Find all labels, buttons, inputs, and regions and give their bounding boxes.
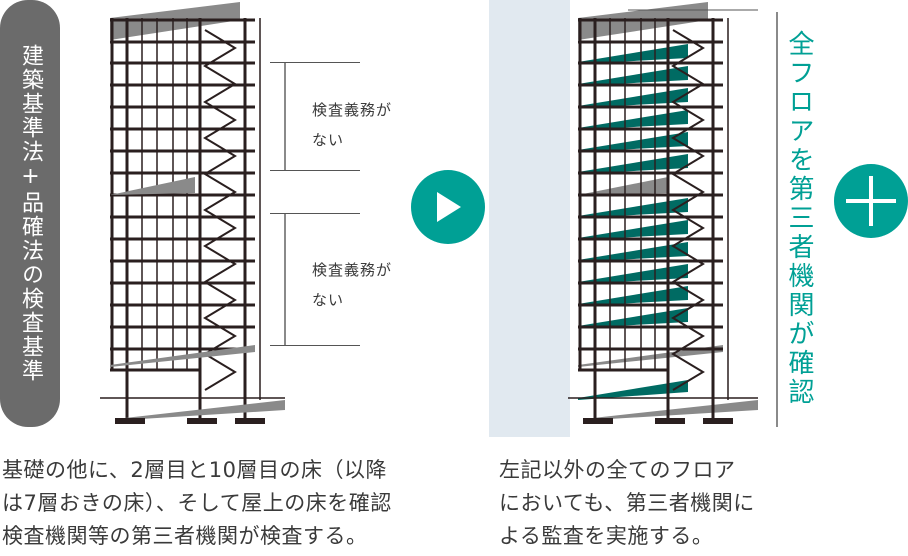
note-upper-line2: ない [312,131,345,149]
left-label-pill: 建築基準法+品確法の検査基準 [0,0,60,427]
left-description-line: 基礎の他に、2層目と10層目の床（以降 [2,458,387,482]
bracket-lower-bottom [270,345,360,346]
building-left-illustration [100,2,285,424]
bracket-upper-top [270,62,360,63]
bracket-upper-bottom [270,170,360,171]
left-label-text: 建築基準法+品確法の検査基準 [18,44,43,383]
note-upper: 検査義務が ない [312,95,392,155]
right-description: 左記以外の全てのフロア においても、第三者機関に よる監査を実施する。 [499,454,755,553]
background-panel [489,0,570,437]
bracket-upper [284,62,286,170]
note-lower-line1: 検査義務が [312,261,393,279]
note-lower-line2: ない [312,291,345,309]
next-arrow-button [411,170,485,244]
right-label-text: 全フロアを第三者機関が確認 [784,30,814,407]
plus-badge [834,164,908,238]
building-right-illustration [568,2,758,424]
bracket-lower [284,213,286,345]
left-description-line: は7層おきの床）、そして屋上の床を確認 [2,491,392,515]
right-divider-line [776,12,778,427]
bracket-lower-top [270,213,360,214]
right-description-line: よる監査を実施する。 [499,524,714,548]
left-description-line: 検査機関等の第三者機関が検査する。 [2,524,368,548]
right-description-line: 左記以外の全てのフロア [499,458,736,482]
note-lower: 検査義務が ない [312,255,392,315]
left-description: 基礎の他に、2層目と10層目の床（以降 は7層おきの床）、そして屋上の床を確認 … [2,454,392,553]
note-upper-line1: 検査義務が [312,101,393,119]
play-triangle-icon [437,192,461,222]
right-description-line: においても、第三者機関に [499,491,755,515]
plus-icon [846,176,896,226]
